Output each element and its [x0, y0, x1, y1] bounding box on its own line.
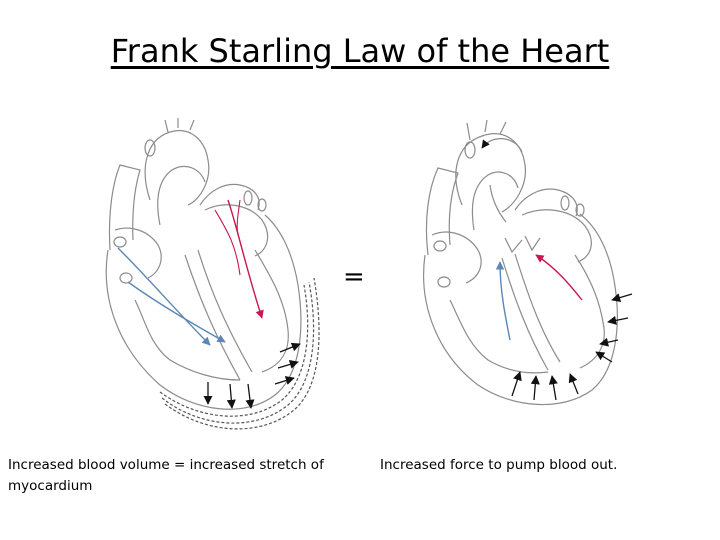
right-blue-arrow: [500, 262, 510, 340]
right-heart-diagram: [424, 120, 618, 405]
right-red-arrow: [536, 255, 582, 300]
equals-sign: =: [343, 262, 365, 292]
left-blue-arrow-2: [128, 282, 225, 342]
left-red-arrow-1: [228, 200, 262, 318]
left-heart-diagram: [106, 118, 319, 429]
left-stretch-arrows: [208, 344, 300, 408]
caption-left: Increased blood volume = increased stret…: [8, 455, 368, 497]
left-blue-arrow-1: [118, 248, 210, 345]
caption-right: Increased force to pump blood out.: [380, 455, 710, 476]
right-aorta-flow-arrow: [482, 139, 522, 152]
left-red-arrow-2: [215, 210, 240, 275]
right-aorta-down-arrow: [490, 185, 506, 222]
